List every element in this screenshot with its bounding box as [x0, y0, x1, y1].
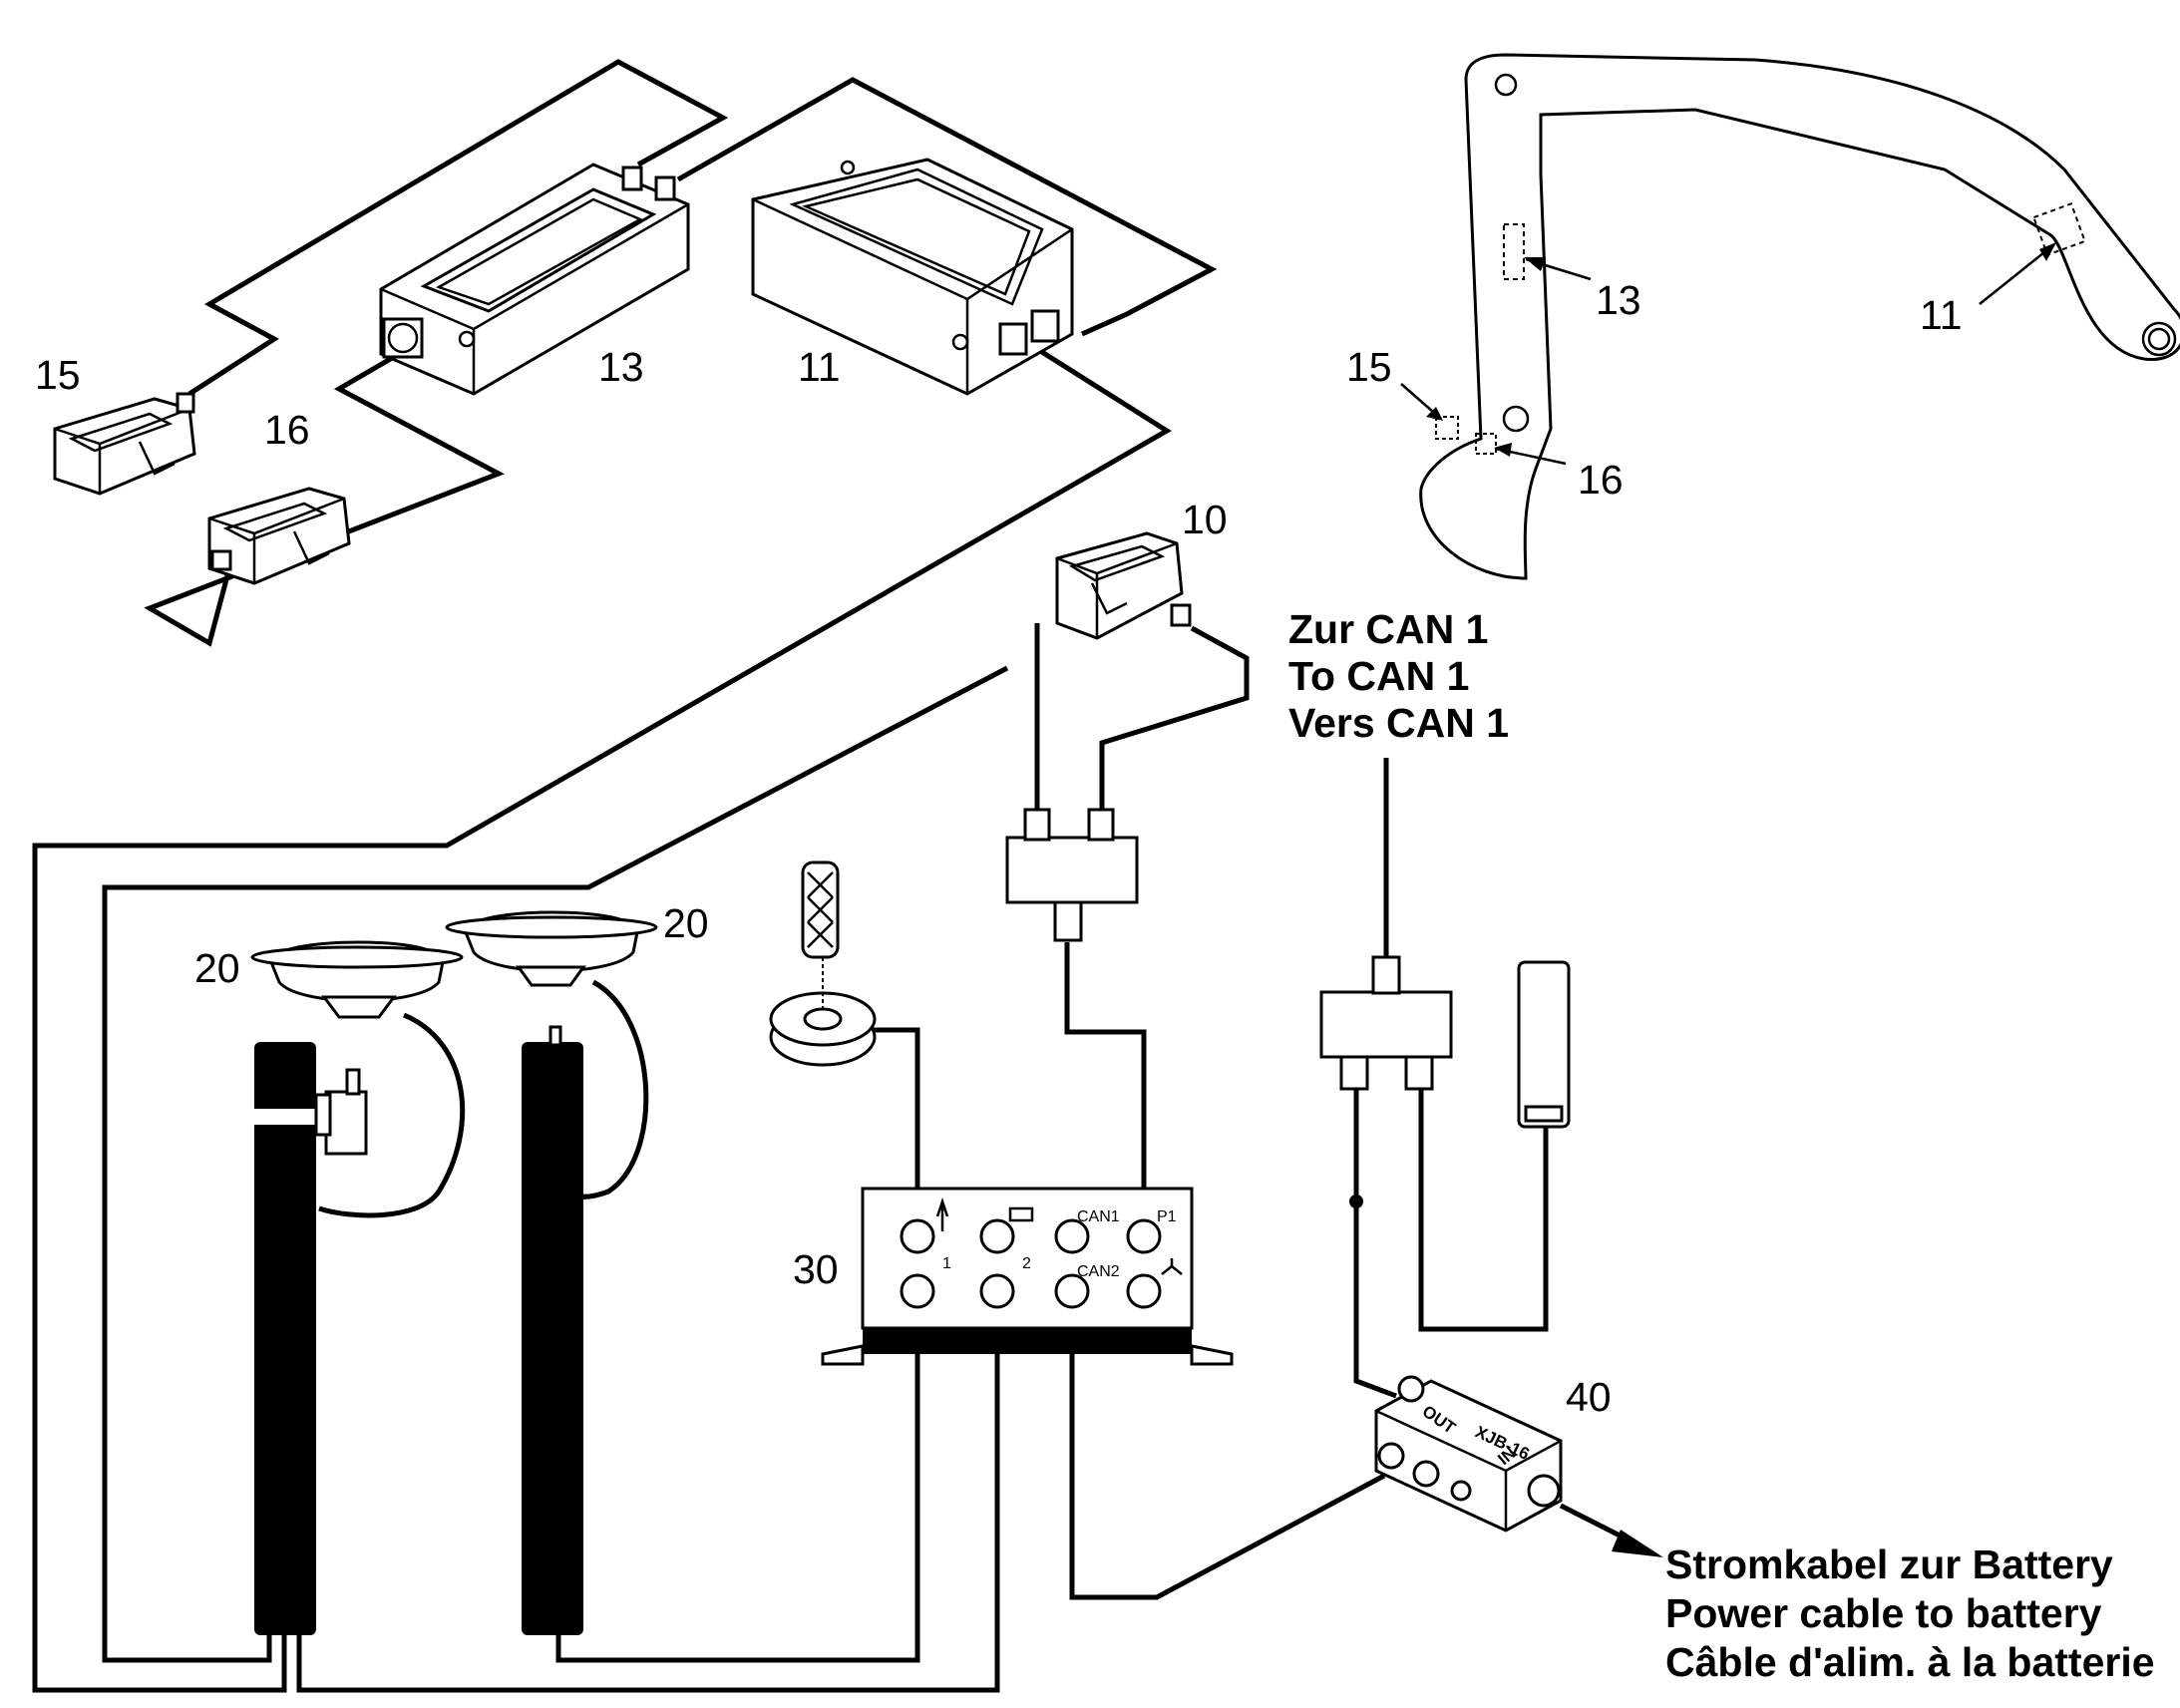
cable-tee-p1 [1064, 942, 1147, 1216]
power-note-line1: Stromkabel zur Battery [1665, 1541, 2113, 1587]
port-radio [900, 1218, 935, 1254]
cable-box-receiver-1 [555, 1296, 920, 1663]
port-label-can1: CAN1 [1077, 1208, 1120, 1225]
power-note-line3: Câble d'alim. à la batterie [1665, 1639, 2155, 1685]
radio-antenna [769, 860, 877, 1067]
modem-icon [1008, 1206, 1034, 1222]
cable-tee2-block [1418, 1087, 1549, 1332]
label-15-right: 15 [1346, 344, 1392, 390]
port-p1 [1126, 1218, 1162, 1254]
port-label-p1: P1 [1157, 1208, 1177, 1225]
label-16-right: 16 [1578, 457, 1624, 503]
label-11-right: 11 [1920, 292, 1963, 338]
tee-connector-2 [1319, 955, 1453, 1091]
label-40: 40 [1566, 1374, 1612, 1420]
port-ethernet [1126, 1273, 1162, 1309]
power-note-line2: Power cable to battery [1665, 1590, 2102, 1636]
can-note-line1: Zur CAN 1 [1288, 606, 1488, 652]
cable-13-11 [676, 77, 1218, 337]
power-cable-arrowhead [1612, 1530, 1663, 1557]
can-note-line3: Vers CAN 1 [1288, 700, 1509, 746]
cable-radio-antenna [868, 1027, 920, 1216]
cable-junction-dot [1349, 1195, 1363, 1208]
cable-15-13 [187, 59, 729, 397]
sensor-10 [1055, 531, 1192, 640]
port-gnss2 [979, 1273, 1015, 1309]
radio-icon [935, 1197, 949, 1231]
port-can2 [1054, 1273, 1090, 1309]
ethernet-icon [1161, 1258, 1183, 1275]
port-label-gnss1: 1 [942, 1255, 951, 1272]
control-box: CAN1 P1 CAN2 1 2 [821, 1187, 1234, 1366]
gnss-antenna-right [445, 910, 658, 987]
port-modem [979, 1218, 1015, 1254]
boom-sensor-15-marker [1435, 416, 1459, 440]
coax-left-antenna [318, 1012, 466, 1218]
sensor-11 [751, 158, 1074, 396]
label-20-right: 20 [663, 900, 709, 946]
sensor-16 [207, 487, 351, 585]
coax-right-antenna [577, 979, 649, 1200]
sensor-11-plug-a [998, 322, 1028, 356]
boom-sensor-13-marker [1503, 223, 1525, 280]
cable-tee2-junction [1353, 1087, 1397, 1399]
label-15-left: 15 [35, 352, 81, 398]
gnss-receiver-left [254, 1042, 368, 1635]
label-11-left: 11 [798, 344, 841, 390]
port-gnss1 [900, 1273, 935, 1309]
cable-10-tee [1099, 625, 1250, 818]
label-16-left: 16 [264, 407, 310, 453]
label-20-left: 20 [194, 945, 240, 991]
sensor-13 [379, 163, 690, 396]
gnss-receiver-right [522, 1025, 583, 1635]
cable-can2-junction [1069, 1296, 1386, 1600]
can-note-line2: To CAN 1 [1288, 653, 1469, 699]
sensor-15 [53, 392, 196, 496]
connector-block [1517, 960, 1571, 1129]
machine-boom-outline [1400, 53, 2180, 580]
port-label-can2: CAN2 [1077, 1263, 1120, 1280]
gnss-antenna-left [250, 940, 464, 1019]
tee-connector-1 [1005, 808, 1139, 942]
label-13-left: 13 [598, 344, 644, 390]
cables [32, 59, 1549, 1693]
label-30: 30 [793, 1246, 839, 1292]
cable-11-receiver [32, 346, 1172, 1693]
port-label-gnss2: 2 [1022, 1255, 1031, 1272]
boom-sensor-16-marker [1475, 433, 1497, 455]
cable-box-receiver-2 [296, 1296, 1000, 1693]
sensor-11-plug-b [1030, 309, 1060, 343]
sensor-13-plug [382, 317, 424, 359]
label-10: 10 [1182, 497, 1228, 542]
label-13-right: 13 [1596, 277, 1641, 323]
cable-left-receiver-inner [102, 665, 1009, 1663]
junction-box: OUT XJB-16 IN [1374, 1375, 1563, 1533]
port-can1 [1054, 1218, 1090, 1254]
boom-sensor-11-marker [2032, 202, 2086, 256]
